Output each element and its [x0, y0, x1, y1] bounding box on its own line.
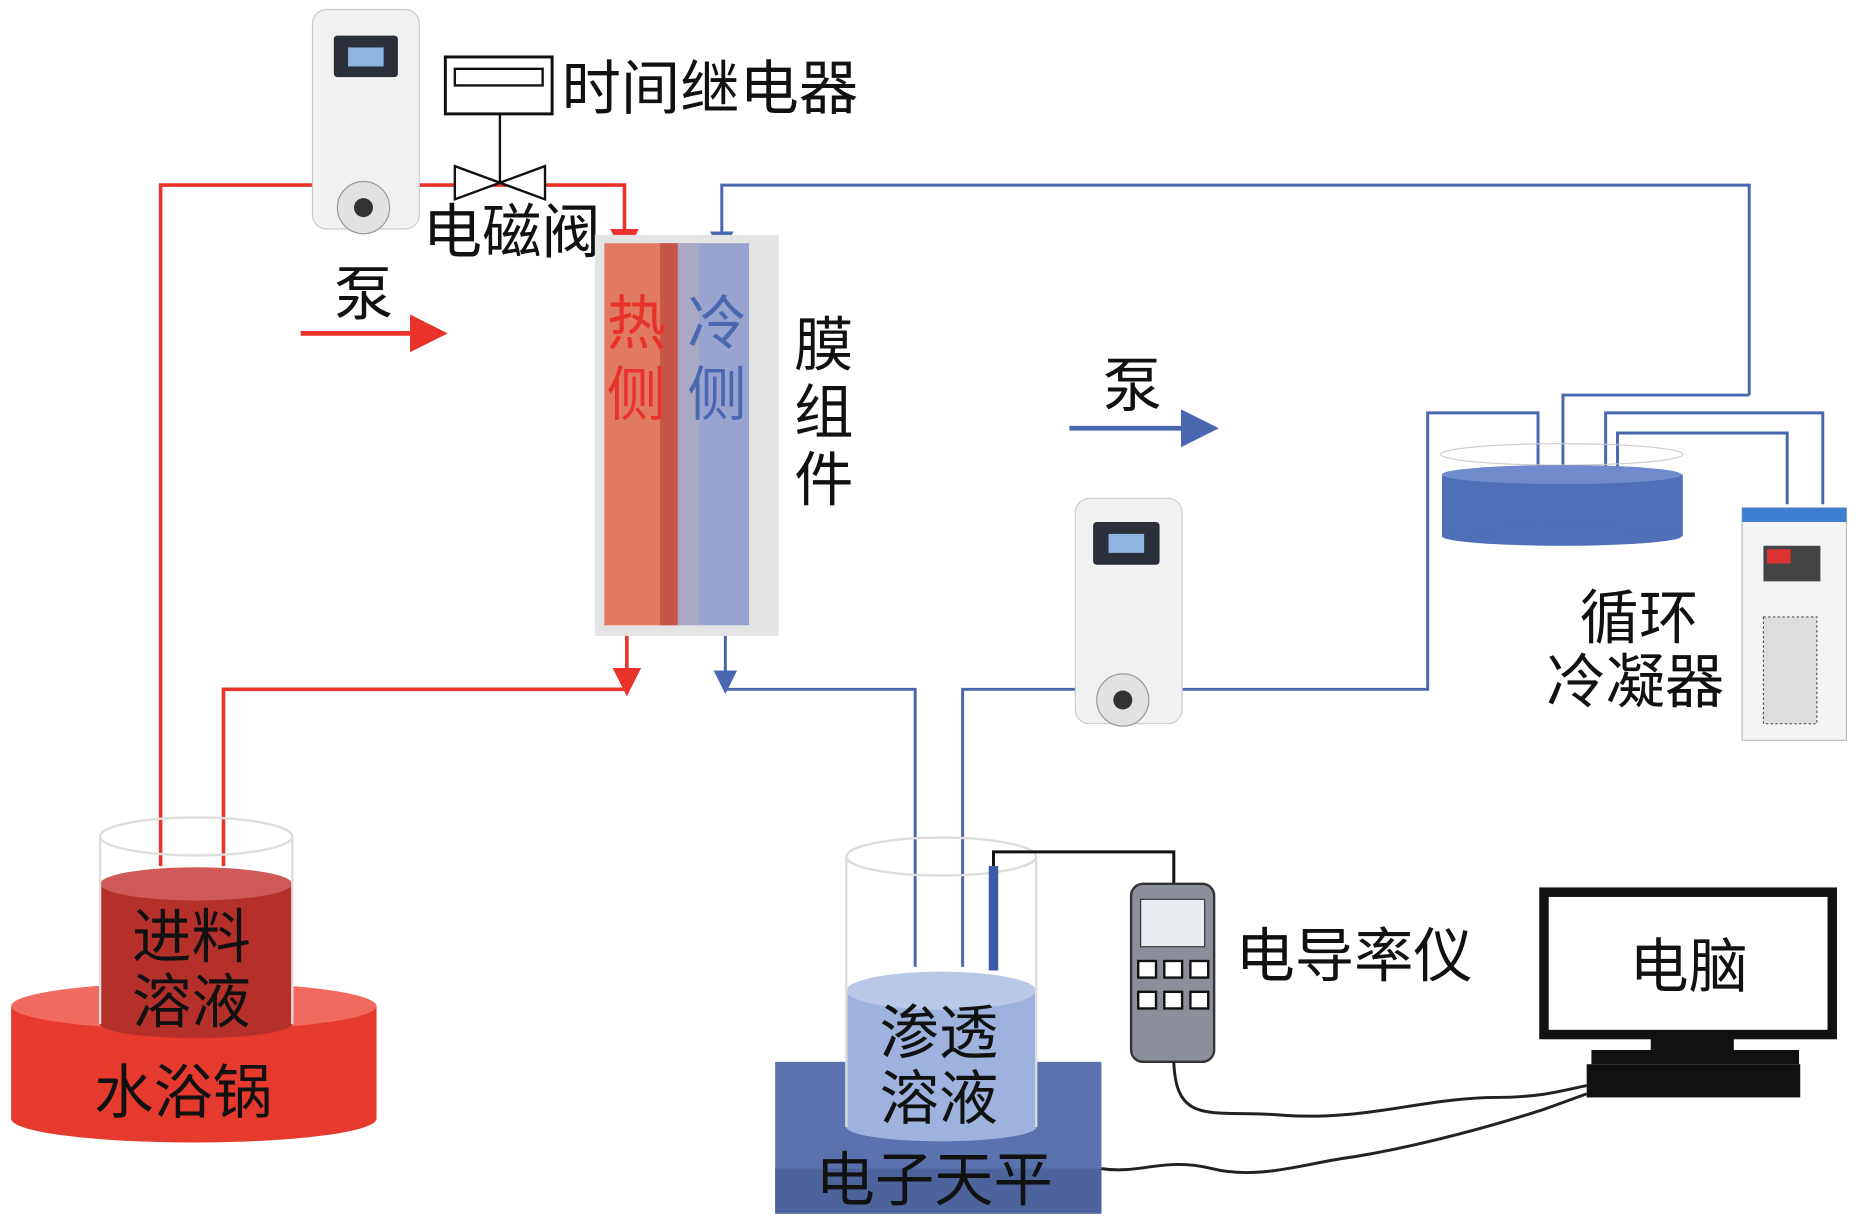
peristaltic-pump-feed	[311, 8, 420, 235]
time-relay-label: 时间继电器	[562, 54, 859, 123]
condenser-label-1: 循环	[1580, 583, 1699, 652]
cold-side-label-2: 侧	[687, 360, 746, 429]
permeate-solution-label-1: 渗透	[880, 999, 999, 1068]
feed-pump-label: 泵	[334, 259, 393, 328]
solenoid-valve-icon	[453, 164, 547, 202]
membrane-module-label-3: 件	[794, 446, 853, 515]
membrane-module	[594, 234, 779, 636]
data-cables	[1101, 1061, 1588, 1175]
conductivity-meter	[1129, 882, 1216, 1064]
cold-side-label-1: 冷	[687, 289, 746, 358]
computer-label: 电脑	[1629, 932, 1748, 1001]
membrane-module-label-2: 组	[794, 378, 853, 447]
condenser-label-2: 冷凝器	[1546, 647, 1724, 716]
feed-beaker	[98, 816, 294, 1039]
hot-loop-lines	[158, 183, 642, 867]
feed-solution-label-1: 进料	[132, 902, 251, 971]
cold-water-tank	[1440, 443, 1684, 546]
permeate-pump-label: 泵	[1103, 351, 1162, 420]
solenoid-valve-label: 电磁阀	[423, 198, 601, 267]
hot-side-label-1: 热	[607, 289, 666, 358]
feed-solution-label-2: 溶液	[132, 968, 251, 1037]
circulating-chiller	[1741, 507, 1848, 741]
cold-loop-lines	[709, 183, 1825, 967]
computer-icon	[1539, 887, 1838, 1098]
balance-label: 电子天平	[816, 1146, 1053, 1215]
permeate-beaker	[845, 836, 1038, 1142]
water-bath-label: 水浴锅	[94, 1058, 272, 1127]
permeate-solution-label-2: 溶液	[880, 1064, 999, 1133]
conductivity-meter-label: 电导率仪	[1236, 921, 1473, 990]
peristaltic-pump-permeate	[1074, 497, 1183, 727]
hot-side-label-2: 侧	[607, 360, 666, 429]
membrane-module-label-1: 膜	[794, 310, 853, 379]
